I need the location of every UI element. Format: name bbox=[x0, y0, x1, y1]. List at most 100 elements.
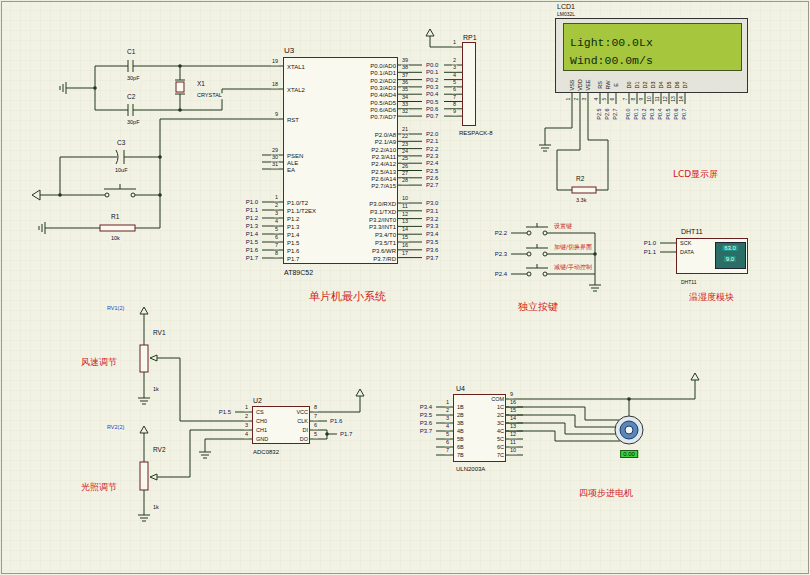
pin-number: 13 bbox=[671, 95, 676, 103]
switch-bar bbox=[537, 264, 538, 268]
pin-line bbox=[262, 119, 283, 120]
net-label: P3.7 bbox=[425, 255, 439, 261]
pin-line bbox=[398, 185, 422, 186]
pin-number: 1 bbox=[452, 40, 457, 46]
ground-symbol bbox=[205, 448, 206, 452]
wire bbox=[135, 119, 262, 228]
pin-name: 5C bbox=[497, 437, 504, 443]
adc-chip: U2ADC0832CSCH0CH1GNDVCCCLKDIDO bbox=[252, 406, 310, 444]
pin-number: 7 bbox=[452, 95, 457, 101]
pin-name: GND bbox=[256, 437, 268, 443]
pin-name: DI bbox=[303, 428, 309, 434]
net-label: P3.5 bbox=[419, 412, 433, 418]
pin-number: 6 bbox=[610, 97, 615, 102]
pin-number: 32 bbox=[401, 109, 409, 115]
switch-contact bbox=[527, 231, 531, 235]
motor-shaft bbox=[625, 426, 633, 434]
pin-number: 28 bbox=[401, 178, 409, 184]
pin-number: 10 bbox=[647, 95, 652, 103]
pin-line bbox=[262, 89, 283, 90]
power-terminal bbox=[140, 307, 148, 314]
pin-name: P0.7/AD7 bbox=[370, 114, 396, 120]
pin-number: 7 bbox=[274, 243, 279, 249]
pin-number: 19 bbox=[271, 59, 279, 65]
junction-dot bbox=[158, 193, 162, 197]
part-designator: U2 bbox=[253, 397, 262, 404]
net-label: P3.1 bbox=[425, 208, 439, 214]
pin-line bbox=[262, 169, 283, 170]
pin-name: 2C bbox=[497, 413, 504, 419]
pin-name: E bbox=[614, 83, 620, 87]
pin-name: COM bbox=[491, 397, 504, 403]
pin-line bbox=[262, 226, 283, 227]
pin-name: P3.2/INT0 bbox=[369, 217, 396, 223]
wire bbox=[66, 88, 95, 89]
pin-number: 25 bbox=[401, 156, 409, 162]
net-label: P2.3 bbox=[494, 251, 508, 257]
ground-symbol bbox=[45, 222, 46, 234]
pin-number: 3 bbox=[244, 423, 249, 429]
pin-line bbox=[310, 439, 327, 440]
pin-name: P2.5/A13 bbox=[371, 169, 396, 175]
pin-number: 2 bbox=[445, 408, 450, 414]
button-caption: 减键/手动控制 bbox=[553, 264, 593, 270]
component-value: 10uF bbox=[114, 168, 129, 174]
component-label: C3 bbox=[116, 140, 126, 147]
pin-name: SCK bbox=[680, 241, 691, 247]
pin-number: 1 bbox=[566, 97, 571, 102]
wire bbox=[95, 110, 128, 111]
pin-name: P2.0/A8 bbox=[375, 132, 396, 138]
power-terminal bbox=[32, 190, 40, 200]
pin-name: RS bbox=[598, 81, 604, 89]
pin-number: 21 bbox=[401, 127, 409, 133]
power-terminal bbox=[356, 389, 364, 396]
ground-symbol bbox=[593, 291, 597, 292]
junction-dot bbox=[158, 155, 162, 159]
wire bbox=[327, 396, 360, 412]
wire bbox=[60, 195, 105, 196]
pin-number: 12 bbox=[401, 212, 409, 218]
wire bbox=[523, 380, 695, 399]
ground-symbol bbox=[591, 288, 599, 289]
part-designator: U4 bbox=[456, 385, 465, 392]
pin-number: 10 bbox=[401, 196, 409, 202]
pin-line bbox=[262, 250, 283, 251]
pin-number: 37 bbox=[401, 73, 409, 79]
net-label: P1.5 bbox=[218, 409, 232, 415]
part-number: ULN2003A bbox=[456, 466, 485, 472]
wire bbox=[95, 66, 128, 67]
component-value: CRYSTAL bbox=[196, 93, 223, 99]
wire bbox=[547, 274, 595, 275]
pin-number: 7 bbox=[313, 414, 318, 420]
pin-name: 3B bbox=[457, 421, 464, 427]
pin-name: DATA bbox=[680, 250, 694, 256]
power-terminal bbox=[426, 29, 434, 36]
pin-number: 11 bbox=[655, 95, 660, 102]
pin-line bbox=[637, 93, 638, 104]
net-label: P0.3 bbox=[425, 84, 439, 90]
display-value: 9.0 bbox=[724, 256, 736, 262]
potentiometer-body bbox=[140, 462, 148, 490]
pin-line bbox=[600, 93, 601, 104]
pin-name: P2.6/A14 bbox=[371, 176, 396, 182]
pin-number: 12 bbox=[509, 432, 517, 438]
potentiometer-wiper bbox=[150, 474, 157, 480]
pin-name: P2.3/A11 bbox=[372, 154, 396, 160]
pin-name: D6 bbox=[675, 81, 681, 88]
pin-number: 2 bbox=[274, 203, 279, 209]
pin-line bbox=[310, 412, 327, 413]
pin-line bbox=[677, 93, 678, 104]
part-designator: RP1 bbox=[463, 34, 477, 41]
pin-name: VSS bbox=[570, 79, 576, 90]
pin-name: CH0 bbox=[256, 419, 267, 425]
net-label: P0.4 bbox=[658, 107, 664, 120]
terminal-label: RV1(2) bbox=[106, 306, 125, 312]
ground-symbol bbox=[142, 521, 146, 522]
pin-line bbox=[660, 243, 676, 244]
net-label: P2.0 bbox=[425, 131, 439, 137]
junction-dot bbox=[178, 64, 182, 68]
pin-name: P3.7/RD bbox=[373, 256, 396, 262]
pin-name: P0.3/AD3 bbox=[370, 85, 396, 91]
pin-name: XTAL2 bbox=[287, 87, 305, 93]
